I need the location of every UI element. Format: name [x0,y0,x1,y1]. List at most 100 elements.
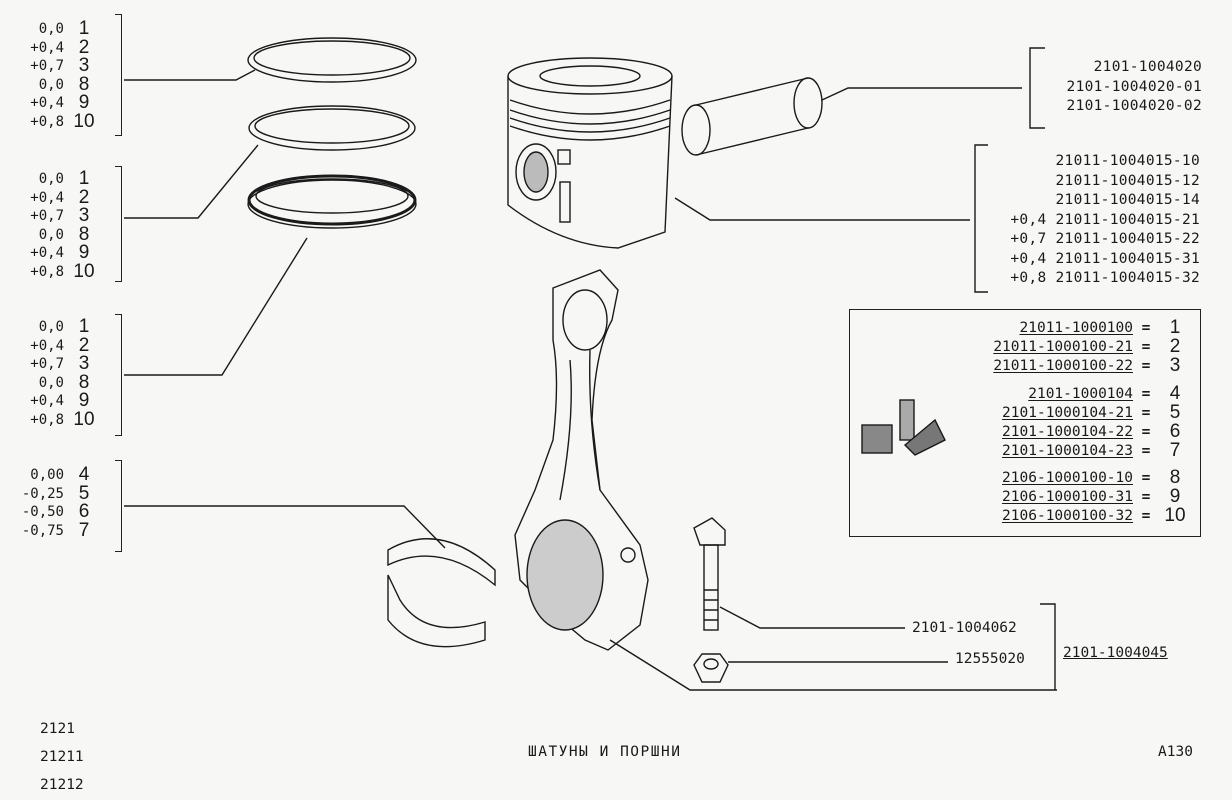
size-value: 0,0 [38,21,64,37]
piston-ring-3 [247,174,417,229]
size-value: +0,7 [30,356,64,373]
page-title: ШАТУНЫ И ПОРШНИ [528,744,682,760]
variant-number: 8 [1169,467,1181,488]
size-value: -0,75 [21,522,64,539]
size-number: 9 [78,390,90,412]
variant-icon [861,399,946,456]
bolt-code: 2101-1004062 [912,620,1017,636]
size-number: 2 [78,186,90,208]
variant-number: 9 [1169,486,1181,507]
variant-code: 2101-1000104-21 [1002,405,1133,421]
equals-sign: = [1141,320,1151,336]
size-value: -0,25 [21,485,64,502]
piston-code: 21011-1004015-10 [1055,153,1200,169]
variant-code: 2101-1000104-22 [1002,424,1133,440]
size-value: +0,8 [30,263,64,280]
variant-number: 10 [1164,505,1186,526]
variant-code: 21011-1000100-21 [993,339,1133,355]
size-value: 0,00 [30,467,64,483]
pin-code: 2101-1004020-02 [1066,98,1202,114]
variant-number: 1 [1169,317,1181,338]
model-list: 2121 21211 21212 [40,715,84,799]
size-number: 1 [78,316,90,337]
variant-code: 2106-1000100-32 [1002,508,1133,524]
variants-box [849,309,1201,537]
size-value: 0,0 [38,76,64,93]
equals-sign: = [1141,386,1151,402]
piston-code: 21011-1004015-12 [1055,172,1200,189]
size-number: 2 [78,334,90,356]
size-number: 1 [78,18,90,39]
bearing-shells [387,538,496,648]
connecting-rod [514,269,649,651]
equals-sign: = [1141,489,1151,505]
size-number: 6 [78,501,90,523]
variant-row: 2101-1000104=4 [1028,383,1191,405]
size-value: 0,0 [38,374,64,391]
size-row: +0,7 3 [0,353,104,375]
variant-number: 4 [1169,383,1181,404]
variant-row: 21011-1000100-22=3 [993,355,1191,377]
leader-rod [609,639,1057,691]
size-number: 8 [78,73,90,95]
variant-code: 21011-1000100 [1019,320,1134,336]
size-value: 0,0 [38,319,64,335]
variant-code: 21011-1000100-22 [993,358,1133,374]
size-number: 10 [73,110,95,132]
variant-row: 2101-1000104-21=5 [1002,402,1191,424]
variant-code: 2106-1000100-10 [1002,470,1133,486]
variant-row: 2106-1000100-32 = 10 [1002,505,1191,527]
size-number: 10 [73,408,95,430]
pin-code: 2101-1004020-01 [1066,78,1202,95]
variant-code: 2101-1000104-23 [1002,443,1133,459]
size-number: 3 [78,55,90,77]
equals-sign: = [1141,405,1151,421]
size-number: 9 [78,242,90,264]
rod-nut [693,653,729,683]
leader-bearing [124,505,446,549]
equals-sign: = [1141,339,1151,355]
bracket-1 [115,14,122,136]
size-value: +0,7 [30,58,64,75]
model: 21212 [40,777,84,793]
equals-sign: = [1141,508,1151,524]
variant-number: 6 [1169,421,1181,442]
size-row: +0,8 10 [0,408,104,430]
size-row: +0,7 3 [0,55,104,77]
equals-sign: = [1141,358,1151,374]
size-value: +0,7 [30,208,64,225]
pin-code: 2101-1004020 [1093,59,1202,75]
size-number: 3 [78,353,90,375]
variant-row: 2101-1000104-23=7 [1002,440,1191,462]
variant-row: 2106-1000100-31=9 [1002,486,1191,508]
equals-sign: = [1141,443,1151,459]
leader-piston [674,197,970,221]
variant-number: 2 [1169,336,1181,357]
rod-code: 2101-1004045 [1063,645,1168,661]
size-value: 0,0 [38,226,64,243]
piston-codes: 21011-1004015-10 21011-1004015-12 21011-… [975,152,1200,289]
variant-row: 2101-1000104-22=6 [1002,421,1191,443]
size-value: +0,8 [30,411,64,428]
leader-pin [821,87,1022,101]
model: 2121 [40,721,75,737]
size-value: +0,4 [30,39,64,56]
size-number: 3 [78,205,90,227]
piston-code: 21011-1004015-14 [1055,192,1200,208]
bracket-4 [115,460,122,552]
model: 21211 [40,749,84,765]
